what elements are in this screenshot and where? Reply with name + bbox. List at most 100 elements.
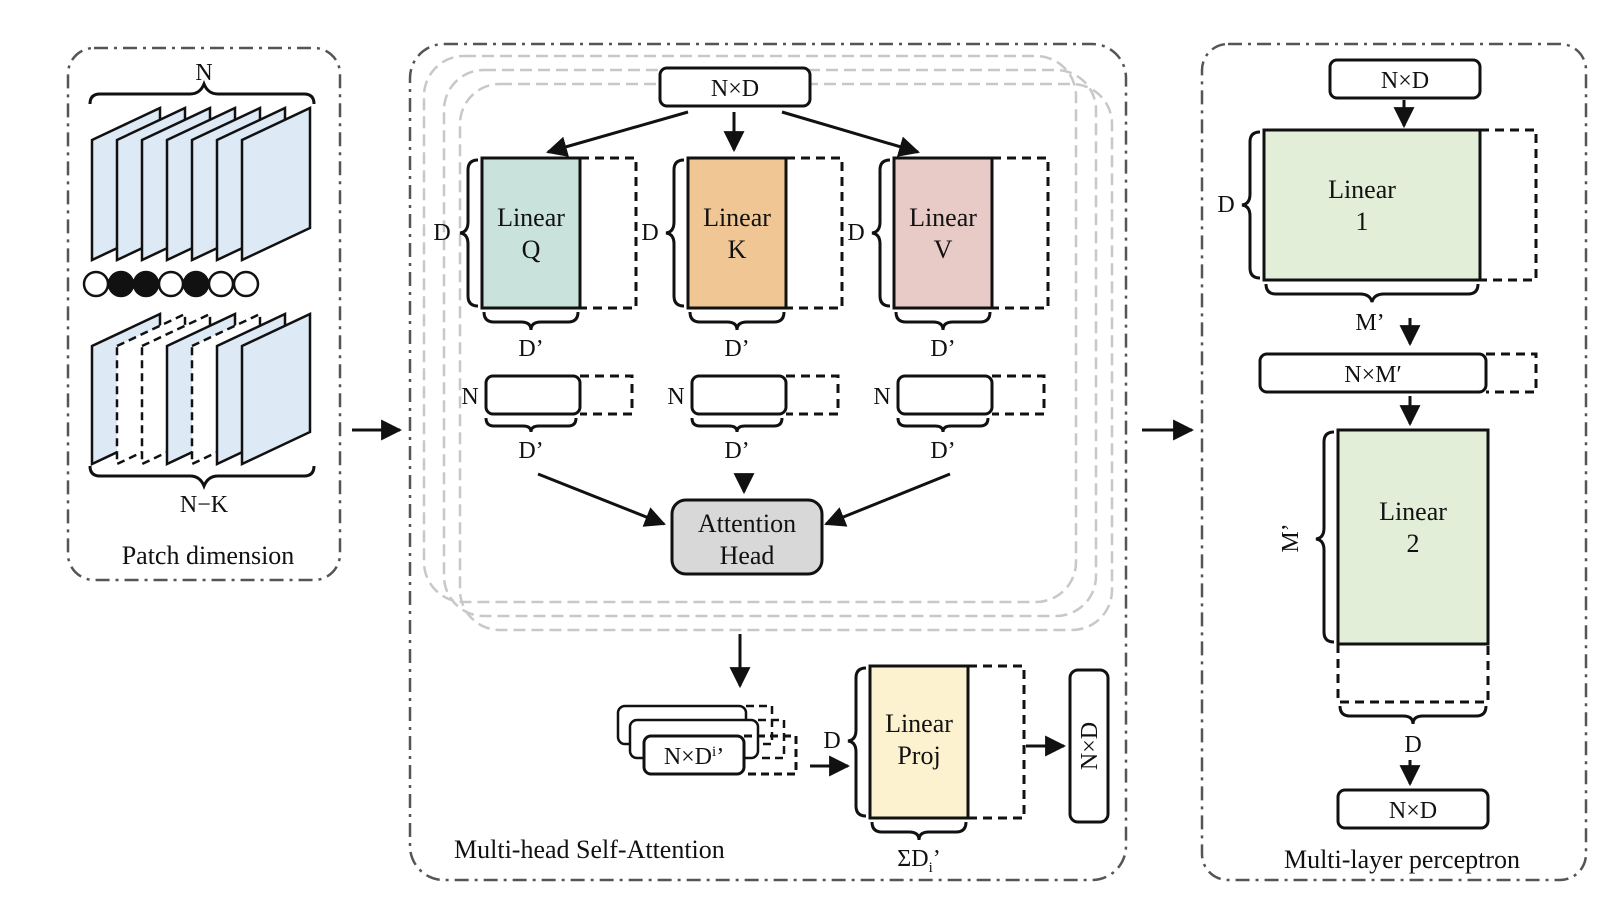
mask-dots — [82, 270, 260, 298]
linear1-left-label: D — [1217, 192, 1234, 218]
mask-dot-filled — [107, 270, 135, 298]
concat-mid-dashed-ext — [758, 718, 786, 760]
linear-v-block: Linear V D D’ N D’ — [847, 156, 1050, 464]
linear-k-line1: Linear — [703, 203, 771, 232]
ghost-head-1 — [422, 54, 1078, 604]
linear2-left-brace — [1315, 430, 1335, 644]
linear-proj-dashed-ext — [968, 664, 1026, 820]
linear-q-bottom-brace — [482, 311, 580, 331]
linear2-left-label: M’ — [1278, 523, 1304, 552]
linear1-bottom-brace — [1264, 283, 1480, 303]
k-output-left-label: N — [667, 384, 684, 410]
concat-sub: i — [712, 744, 716, 760]
linear-q-line1: Linear — [497, 203, 565, 232]
mlp-panel-border — [1200, 42, 1588, 882]
attention-head-line1: Attention — [698, 509, 796, 538]
v-output-box — [896, 374, 994, 416]
mhsa-output-label: N×D — [1077, 722, 1103, 770]
linear-proj-left-label: D — [823, 728, 840, 754]
linear-q-left-label: D — [433, 220, 450, 246]
q-output-bottom-brace — [484, 417, 578, 433]
linear-proj-block: Linear Proj D ΣDi’ — [823, 664, 1026, 876]
k-output-bottom-label: D’ — [724, 438, 749, 464]
linear-v-bottom-label: D’ — [930, 336, 955, 362]
mlp-mid-box — [1258, 352, 1488, 394]
patch-sheet — [240, 106, 312, 262]
linear2-dashed-ext — [1336, 644, 1490, 704]
v-output-left-label: N — [873, 384, 890, 410]
linear-v-left-label: D — [847, 220, 864, 246]
linear-k-bottom-brace — [688, 311, 786, 331]
concat-main: N×D — [664, 744, 712, 770]
linear-k-left-label: D — [641, 220, 658, 246]
v-output-bottom-brace — [896, 417, 990, 433]
concat-stack: N×Di’ — [616, 704, 798, 776]
linear-proj-left-brace — [847, 666, 867, 818]
linear-proj-line2: Proj — [897, 741, 940, 770]
mlp-input-box — [1328, 58, 1482, 100]
linear-k-line2: K — [728, 235, 747, 264]
mhsa-panel: N×D Linear Q D D’ N D’ Linear K — [408, 42, 1128, 882]
mlp-input-label: N×D — [1381, 68, 1429, 94]
patch-panel-border — [66, 46, 342, 582]
mlp-panel: N×D Linear 1 D M’ N×M′ Linear 2 M’ — [1200, 42, 1588, 882]
linear-k-dashed-ext — [786, 156, 844, 310]
mask-dot-empty — [207, 270, 235, 298]
linear-q-block: Linear Q D D’ N D’ — [433, 156, 638, 464]
mhsa-panel-border — [408, 42, 1128, 882]
arrow-to-q — [545, 110, 689, 157]
linear-k-block: Linear K D D’ N D’ — [641, 156, 844, 464]
k-output-dashed-ext — [786, 374, 840, 416]
linear2-rect — [1336, 428, 1490, 646]
linear-k-bottom-label: D’ — [724, 336, 749, 362]
patch-bottom-label: N−K — [180, 492, 229, 518]
linear-proj-bottom-brace — [870, 821, 968, 841]
ghost-head-3 — [458, 82, 1114, 632]
arrow-q-to-attention — [537, 472, 666, 527]
mhsa-panel-caption: Multi-head Self-Attention — [454, 835, 725, 864]
concat-label: N×Di’ — [664, 744, 724, 770]
mlp-output-box — [1336, 788, 1490, 830]
q-output-bottom-label: D’ — [518, 438, 543, 464]
k-output-bottom-brace — [690, 417, 784, 433]
linear-k-rect — [686, 156, 788, 310]
linear-v-dashed-ext — [992, 156, 1050, 310]
patch-panel-caption: Patch dimension — [122, 541, 295, 570]
arrow-v-to-attention — [824, 472, 951, 527]
linear2-line2: 2 — [1407, 529, 1420, 558]
attention-head-line2: Head — [720, 541, 775, 570]
patch-bottom-brace — [88, 465, 316, 491]
mlp-output-label: N×D — [1389, 798, 1437, 824]
linear-v-line1: Linear — [909, 203, 977, 232]
linear1-line1: Linear — [1328, 175, 1396, 204]
linear-v-line2: V — [934, 235, 953, 264]
linear2-block: Linear 2 M’ D — [1278, 428, 1490, 758]
patch-stack-masked — [90, 312, 312, 466]
linear1-rect — [1262, 128, 1482, 282]
linear2-line1: Linear — [1379, 497, 1447, 526]
concat-front-box — [642, 734, 746, 776]
mhsa-input-label: N×D — [711, 76, 759, 102]
linear-proj-line1: Linear — [885, 709, 953, 738]
concat-back-dashed-ext — [746, 704, 774, 746]
attention-head-box — [670, 498, 824, 576]
mask-dot-filled — [182, 270, 210, 298]
mask-dot-empty — [157, 270, 185, 298]
mhsa-input-box — [658, 66, 812, 108]
k-output-box — [690, 374, 788, 416]
q-output-left-label: N — [461, 384, 478, 410]
q-output-box — [484, 374, 582, 416]
linear-proj-rect — [868, 664, 970, 820]
linear-q-rect — [480, 156, 582, 310]
patch-top-brace — [88, 79, 316, 105]
mlp-mid-label: N×M′ — [1344, 362, 1401, 388]
linear-v-rect — [892, 156, 994, 310]
q-output-dashed-ext — [580, 374, 634, 416]
linear1-left-brace — [1241, 130, 1261, 280]
arrow-to-v — [781, 110, 921, 157]
patch-top-label: N — [195, 60, 212, 86]
mlp-panel-caption: Multi-layer perceptron — [1284, 845, 1520, 874]
v-output-bottom-label: D’ — [930, 438, 955, 464]
mask-dot-empty — [82, 270, 110, 298]
